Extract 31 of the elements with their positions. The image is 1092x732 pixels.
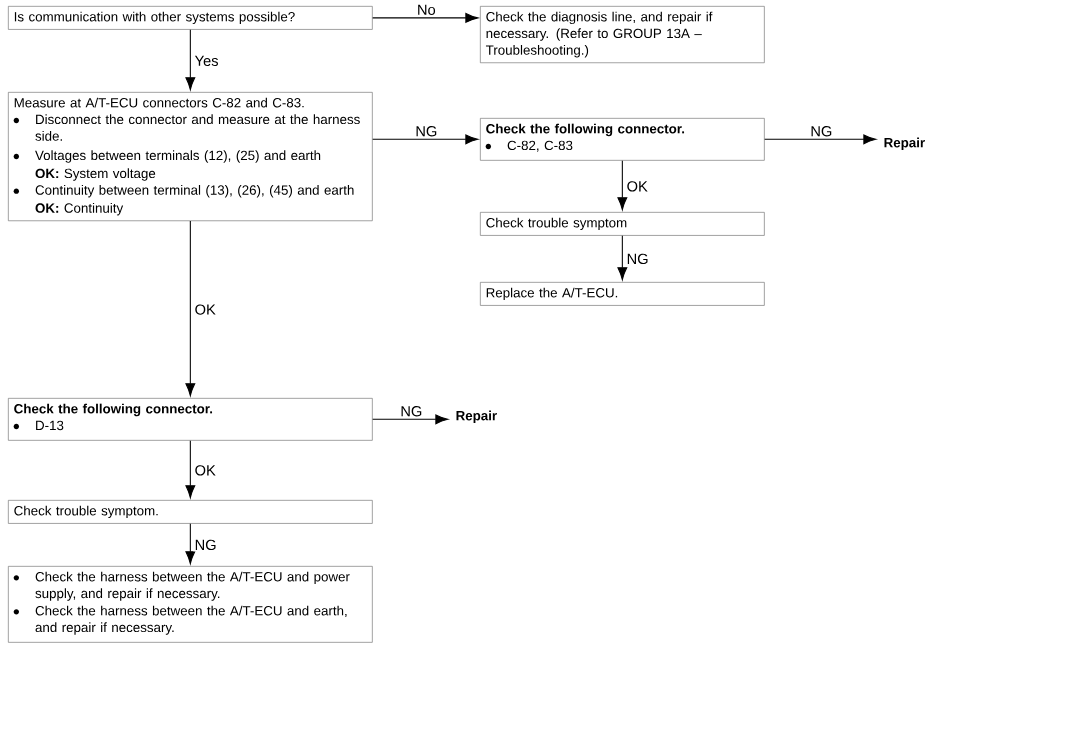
edge-label: NG (193, 538, 218, 552)
edge-label: OK (625, 179, 650, 193)
arrow (372, 414, 449, 425)
edge-label: NG (809, 124, 834, 138)
step-box: Measure at A/T-ECU connectors C-82 and C-83. Disconnect the connector and measure at the harness side. Voltages between terminals (12), (25) and earth OK: System voltage Continuity between terminal (13), (26), (45) and earth OK: Continuity (8, 92, 373, 222)
arrow (764, 134, 877, 145)
arrow (185, 29, 196, 91)
arrow (617, 160, 628, 211)
edge-label: No (415, 3, 438, 17)
step-box: Check trouble symptom (480, 212, 765, 236)
step-box: Check the following connector. D-13 (8, 398, 373, 441)
arrow (372, 12, 479, 23)
edge-label: NG (625, 252, 650, 266)
step-box: Replace the A/T-ECU. (480, 282, 765, 306)
edge-label: OK (193, 303, 218, 317)
arrow (372, 134, 479, 145)
result-text: Repair (884, 137, 925, 150)
edge-label: OK (193, 463, 218, 477)
edge-label: NG (399, 404, 424, 418)
edge-label: Yes (193, 54, 220, 68)
edge-label: NG (414, 124, 439, 138)
step-box: Check trouble symptom. (8, 500, 373, 524)
step-box: Check the harness between the A/T-ECU and power supply, and repair if necessary. Check the harness between the A/T-ECU and earth, and repair if necessary. (8, 566, 373, 643)
arrow (185, 220, 196, 397)
arrow (617, 235, 628, 281)
step-box: Check the following connector. C-82, C-83 (480, 118, 765, 161)
step-box: Check the diagnosis line, and repair if necessary. (Refer to GROUP 13A – Troubleshooting.) (480, 6, 765, 64)
result-text: Repair (456, 410, 497, 424)
step-box: Is communication with other systems possible? (8, 6, 373, 30)
arrow (185, 523, 196, 565)
arrow (185, 440, 196, 499)
